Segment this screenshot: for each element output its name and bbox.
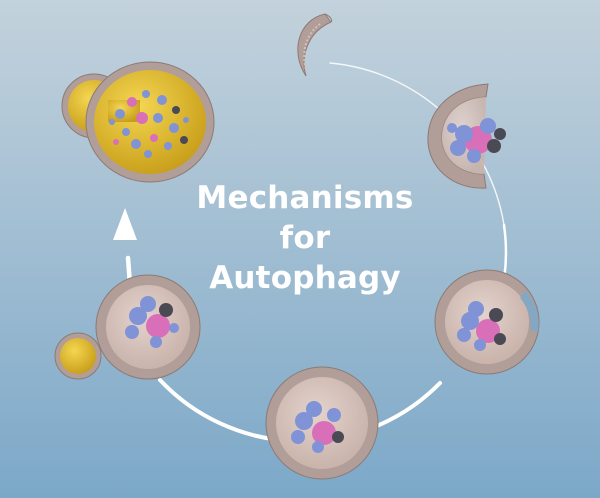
cycle-arrowhead bbox=[113, 208, 137, 240]
cargo-protein-cluster bbox=[291, 401, 344, 453]
autophagosome-docking bbox=[95, 274, 201, 380]
title-line-2: for bbox=[279, 220, 331, 256]
title-line-1: Mechanisms bbox=[196, 180, 414, 216]
phagophore-crescent bbox=[297, 13, 333, 77]
cargo-protein-cluster bbox=[125, 296, 179, 348]
autolysosome bbox=[61, 61, 215, 183]
autophagosome-closed bbox=[265, 366, 379, 480]
autophagosome-closing bbox=[434, 269, 540, 375]
lysosome-small bbox=[54, 332, 102, 380]
degrading-cargo bbox=[109, 90, 189, 158]
phagophore-expanding bbox=[427, 83, 506, 189]
diagram-title: Mechanisms for Autophagy bbox=[175, 178, 435, 298]
title-line-3: Autophagy bbox=[209, 260, 401, 296]
cargo-protein-cluster bbox=[457, 301, 506, 351]
cargo-protein-cluster bbox=[447, 118, 506, 163]
